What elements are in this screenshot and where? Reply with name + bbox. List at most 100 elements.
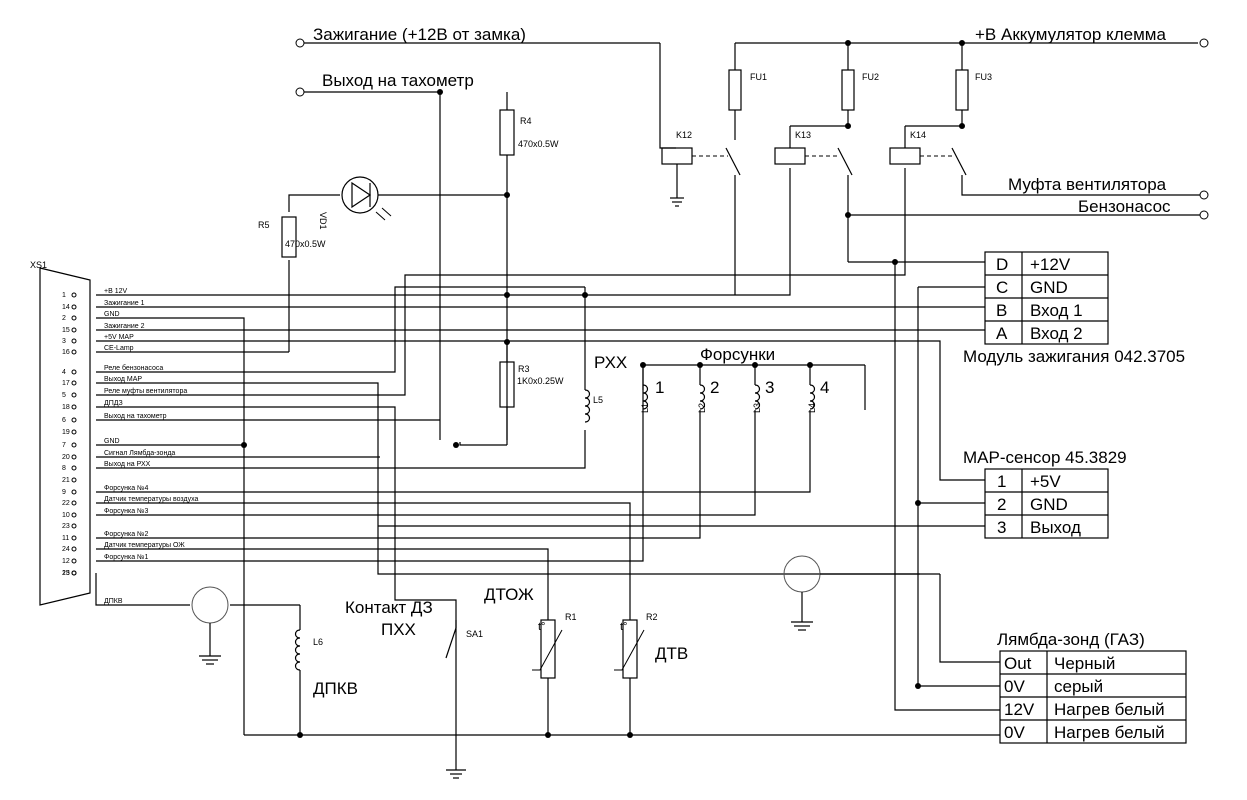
- svg-text:K12: K12: [676, 130, 692, 140]
- l1-coil: [642, 384, 649, 410]
- r3-label: R3: [518, 364, 530, 374]
- connector-pin-label: Датчик температуры воздуха: [104, 496, 198, 503]
- connector-pin-label: ДПДЗ: [104, 400, 123, 407]
- connector-pin-number: 3: [62, 338, 66, 345]
- ignition-module-signal: GND: [1030, 278, 1068, 297]
- ignition-label: Зажигание (+12В от замка): [313, 25, 526, 44]
- k12-coil: [661, 147, 693, 165]
- connector-pin-number: 10: [62, 512, 70, 519]
- connector-pin-number: 23: [62, 523, 70, 530]
- k13-coil: [774, 147, 806, 165]
- connector-pin: [71, 369, 77, 375]
- vd1-led-icon: [341, 176, 379, 214]
- lambda-signal: Нагрев белый: [1054, 700, 1165, 719]
- lambda-pin: 0V: [1004, 723, 1025, 742]
- connector-pin-number: 14: [62, 304, 70, 311]
- svg-text:L1: L1: [640, 403, 650, 413]
- connector-pin-number: 2: [62, 315, 66, 322]
- relays-fuses: FU1 FU2 FU3 K12 K13 K14: [661, 69, 1200, 711]
- k14-coil: [889, 147, 921, 165]
- fu1-fuse: [728, 69, 742, 111]
- connector-pin-number: 22: [62, 500, 70, 507]
- connector-pin: [71, 546, 77, 552]
- svg-text:K14: K14: [910, 130, 926, 140]
- connector-pin-number: 11: [62, 535, 69, 542]
- connector-pin: [71, 442, 77, 448]
- connector-pin: [71, 523, 77, 529]
- connector-pin-label: Сигнал Лямбда-зонда: [104, 449, 175, 457]
- connector-pin: [71, 535, 77, 541]
- svg-text:1: 1: [655, 378, 664, 397]
- connector-pin-label: Форсунка №4: [104, 485, 149, 492]
- map-sensor-signal: GND: [1030, 495, 1068, 514]
- connector-pin-number: 5: [62, 392, 66, 399]
- connector-pin-number: 19: [62, 429, 70, 436]
- map-sensor-pin: 2: [997, 495, 1006, 514]
- svg-text:3: 3: [765, 378, 774, 397]
- fuel-pump-label: Бензонасос: [1078, 197, 1171, 216]
- connector-pin: [71, 292, 77, 298]
- ignition-module-pin: D: [996, 255, 1008, 274]
- ignition-module-signal: Вход 2: [1030, 324, 1083, 343]
- r4-value: 470x0.5W: [518, 139, 559, 149]
- connector-pin-label: Зажигание 2: [104, 323, 145, 330]
- tacho-label: Выход на тахометр: [322, 71, 474, 90]
- connector-pin: [71, 454, 77, 460]
- connector-pin-number: 21: [62, 477, 70, 484]
- connector-pin-label: Форсунка №3: [104, 508, 149, 515]
- lambda-signal: Нагрев белый: [1054, 723, 1165, 742]
- connector-pin-label: CE-Lamp: [104, 345, 134, 352]
- connector-pin-label: Реле бензонасоса: [104, 364, 163, 372]
- ignition-module-pin: C: [996, 278, 1008, 297]
- connector-pin-number: 12: [62, 558, 70, 565]
- sensors-bottom: L6 SA1 R1 t° R2 t°: [191, 502, 1000, 779]
- svg-text:t°: t°: [538, 621, 545, 633]
- l3-coil: [754, 384, 761, 410]
- r5-resistor: [281, 216, 297, 258]
- r5-label: R5: [258, 220, 270, 230]
- connector-pin-number: 18: [62, 404, 70, 411]
- svg-text:L2: L2: [697, 403, 707, 413]
- injectors-group: L5 L1 L2 L3 L4 1 2 3 4: [584, 287, 866, 423]
- lambda-signal: Черный: [1054, 654, 1115, 673]
- junctions: [241, 40, 965, 738]
- ignition-module-pin: B: [996, 301, 1007, 320]
- connector-pin-label: +B 12V: [104, 288, 127, 295]
- injectors-label: Форсунки: [700, 345, 775, 364]
- connector-pin-number: 6: [62, 417, 66, 424]
- map-sensor-pin: 1: [997, 472, 1006, 491]
- l4-coil: [809, 384, 816, 410]
- svg-text:K13: K13: [795, 130, 811, 140]
- svg-text:FU3: FU3: [975, 72, 992, 82]
- connector-pin: [71, 404, 77, 410]
- connector-pin-label: Зажигание 1: [104, 300, 145, 307]
- connector-pin-label: Форсунка №1: [104, 554, 149, 561]
- connector-pin: [71, 327, 77, 333]
- connector-pin: [71, 500, 77, 506]
- connector-pin-label: Выход на РХХ: [104, 461, 151, 468]
- map-sensor-pin: 3: [997, 518, 1006, 537]
- lambda-signal: серый: [1054, 677, 1103, 696]
- connector-pin-label: Выход MAP: [104, 376, 142, 383]
- connector-pin: [71, 558, 77, 564]
- throttle-contact-label: Контакт ДЗ: [345, 598, 433, 617]
- connector-pin-label: Выход на тахометр: [104, 413, 167, 420]
- connector-pin-label: Датчик температуры ОЖ: [104, 542, 185, 549]
- rxx-label: РХХ: [594, 353, 627, 372]
- connector-pin-number: 16: [62, 349, 70, 356]
- fu3-fuse: [955, 69, 969, 111]
- svg-text:L3: L3: [752, 403, 762, 413]
- vd1-label: VD1: [318, 212, 328, 230]
- connector-pin: [71, 304, 77, 310]
- connector-pin: [71, 392, 77, 398]
- connector-pin-label: Реле муфты вентилятора: [104, 388, 187, 395]
- connector-pin-number: 24: [62, 546, 70, 553]
- connector-pin-number: 25: [62, 570, 70, 577]
- text-labels: Зажигание (+12В от замка) +В Аккумулятор…: [313, 25, 1185, 698]
- r1-thermistor: [540, 619, 556, 679]
